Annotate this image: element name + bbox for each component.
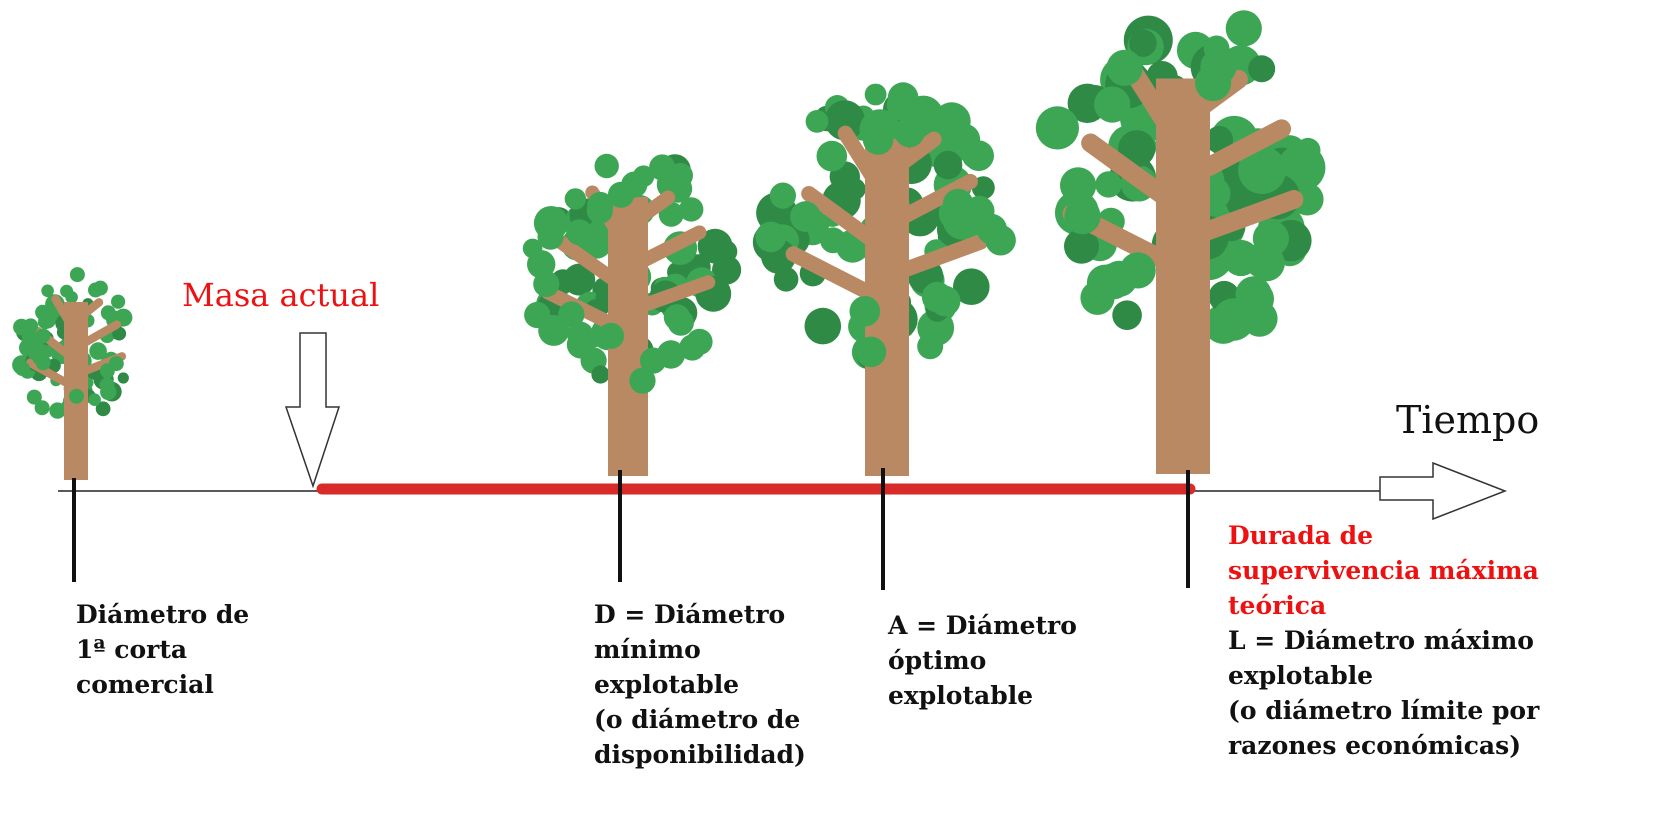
marker-label-diametro-minimo: D = Diámetro mínimo explotable (o diámet… [594, 600, 806, 769]
marker-label-primera-corta: Diámetro de 1ª corta comercial [76, 600, 250, 699]
marker-label-diametro-maximo: L = Diámetro máximo explotable (o diámet… [1228, 626, 1540, 760]
marker-highlight-diametro-maximo: Durada de supervivencia máxima teórica [1228, 521, 1539, 620]
tree-1-icon [12, 267, 133, 480]
tree-2-icon [522, 153, 742, 476]
tree-3-icon [752, 82, 1016, 476]
axis-label-tiempo: Tiempo [1396, 398, 1540, 442]
marker-label-diametro-optimo: A = Diámetro óptimo explotable [888, 611, 1077, 710]
masa-actual-label: Masa actual [182, 276, 380, 314]
hollow-right-arrow-icon [1379, 461, 1508, 521]
hollow-down-arrow-icon [284, 332, 341, 489]
trees-group [12, 10, 1326, 480]
tree-4-icon [1035, 10, 1326, 474]
